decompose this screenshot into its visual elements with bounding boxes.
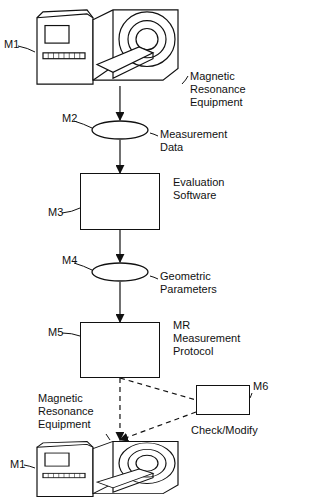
callout-number: M5 xyxy=(48,326,63,339)
node-caption: Evaluation Software xyxy=(173,176,243,202)
flow-connector xyxy=(119,86,120,120)
console-screen xyxy=(45,26,69,44)
console-cabinet xyxy=(37,444,93,496)
node-caption: Check/Modify xyxy=(191,424,281,437)
flow-connector xyxy=(119,378,120,440)
process-box: Check/Modify xyxy=(196,385,250,415)
console-cabinet xyxy=(37,14,93,84)
flow-connector xyxy=(119,230,120,262)
mr-equipment-node: Magnetic Resonance Equipment xyxy=(35,8,180,86)
callout-number: M1 xyxy=(10,458,25,471)
console-screen xyxy=(45,453,69,466)
data-ellipse: Measurement Data xyxy=(91,120,149,140)
callout-number: M3 xyxy=(48,206,63,219)
ellipse-outline xyxy=(91,120,149,140)
node-caption: Geometric Parameters xyxy=(160,270,230,296)
mr-equipment-node: Magnetic Resonance Equipment xyxy=(35,440,180,498)
patient-table xyxy=(97,47,153,72)
flow-connector xyxy=(119,282,120,322)
flow-connector xyxy=(120,412,196,440)
leader-line xyxy=(18,46,35,52)
callout-number: M6 xyxy=(253,380,268,393)
process-box: MR Measurement Protocol xyxy=(80,322,160,378)
leader-line xyxy=(106,434,110,440)
mr-equipment-drawing xyxy=(35,440,180,498)
flow-connector xyxy=(120,378,196,400)
magnet-housing xyxy=(93,441,178,493)
node-caption: MR Measurement Protocol xyxy=(173,319,243,358)
leader-line xyxy=(182,76,188,84)
console-keyboard xyxy=(43,53,85,59)
leader-line xyxy=(150,133,158,136)
magnet-housing xyxy=(93,10,178,80)
flow-connector xyxy=(119,140,120,173)
leader-line xyxy=(250,393,252,398)
callout-number: M2 xyxy=(62,112,77,125)
leader-line xyxy=(62,208,80,213)
ellipse-outline xyxy=(91,262,149,282)
patient-table xyxy=(97,469,153,488)
console-keyboard xyxy=(43,473,85,477)
leader-line xyxy=(150,276,158,279)
callout-number: M1 xyxy=(4,38,19,51)
leader-line xyxy=(62,333,80,336)
node-caption: Measurement Data xyxy=(160,128,230,154)
leader-line xyxy=(24,465,35,468)
process-box: Evaluation Software xyxy=(80,173,160,230)
data-ellipse: Geometric Parameters xyxy=(91,262,149,282)
callout-number: M4 xyxy=(62,254,77,267)
node-caption: Magnetic Resonance Equipment xyxy=(190,70,260,109)
mr-equipment-drawing xyxy=(35,8,180,86)
node-caption: Magnetic Resonance Equipment xyxy=(38,392,108,431)
